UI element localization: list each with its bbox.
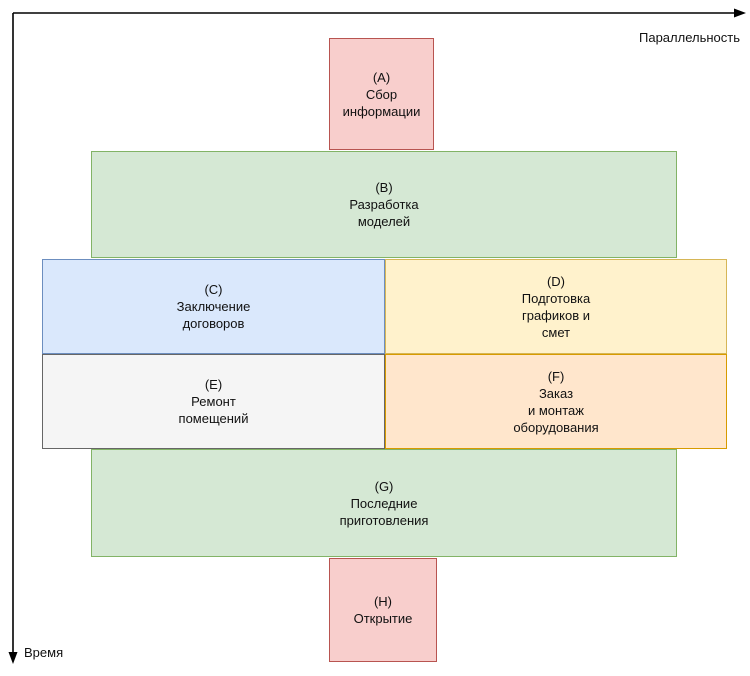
- stage-g-box: (G) Последние приготовления: [91, 449, 677, 557]
- y-axis-arrow-icon: [8, 652, 18, 664]
- x-axis-label: Параллельность: [639, 30, 740, 45]
- x-axis-arrow-icon: [734, 8, 746, 18]
- stage-e-box: (E) Ремонт помещений: [42, 354, 385, 449]
- stage-h-box: (H) Открытие: [329, 558, 437, 662]
- stage-b-box: (B) Разработка моделей: [91, 151, 677, 258]
- stage-f-box: (F) Заказ и монтаж оборудования: [385, 354, 727, 449]
- stage-c-box: (C) Заключение договоров: [42, 259, 385, 354]
- y-axis-label: Время: [24, 645, 64, 660]
- stage-d-box: (D) Подготовка графиков и смет: [385, 259, 727, 354]
- stage-a-box: (A) Сбор информации: [329, 38, 434, 150]
